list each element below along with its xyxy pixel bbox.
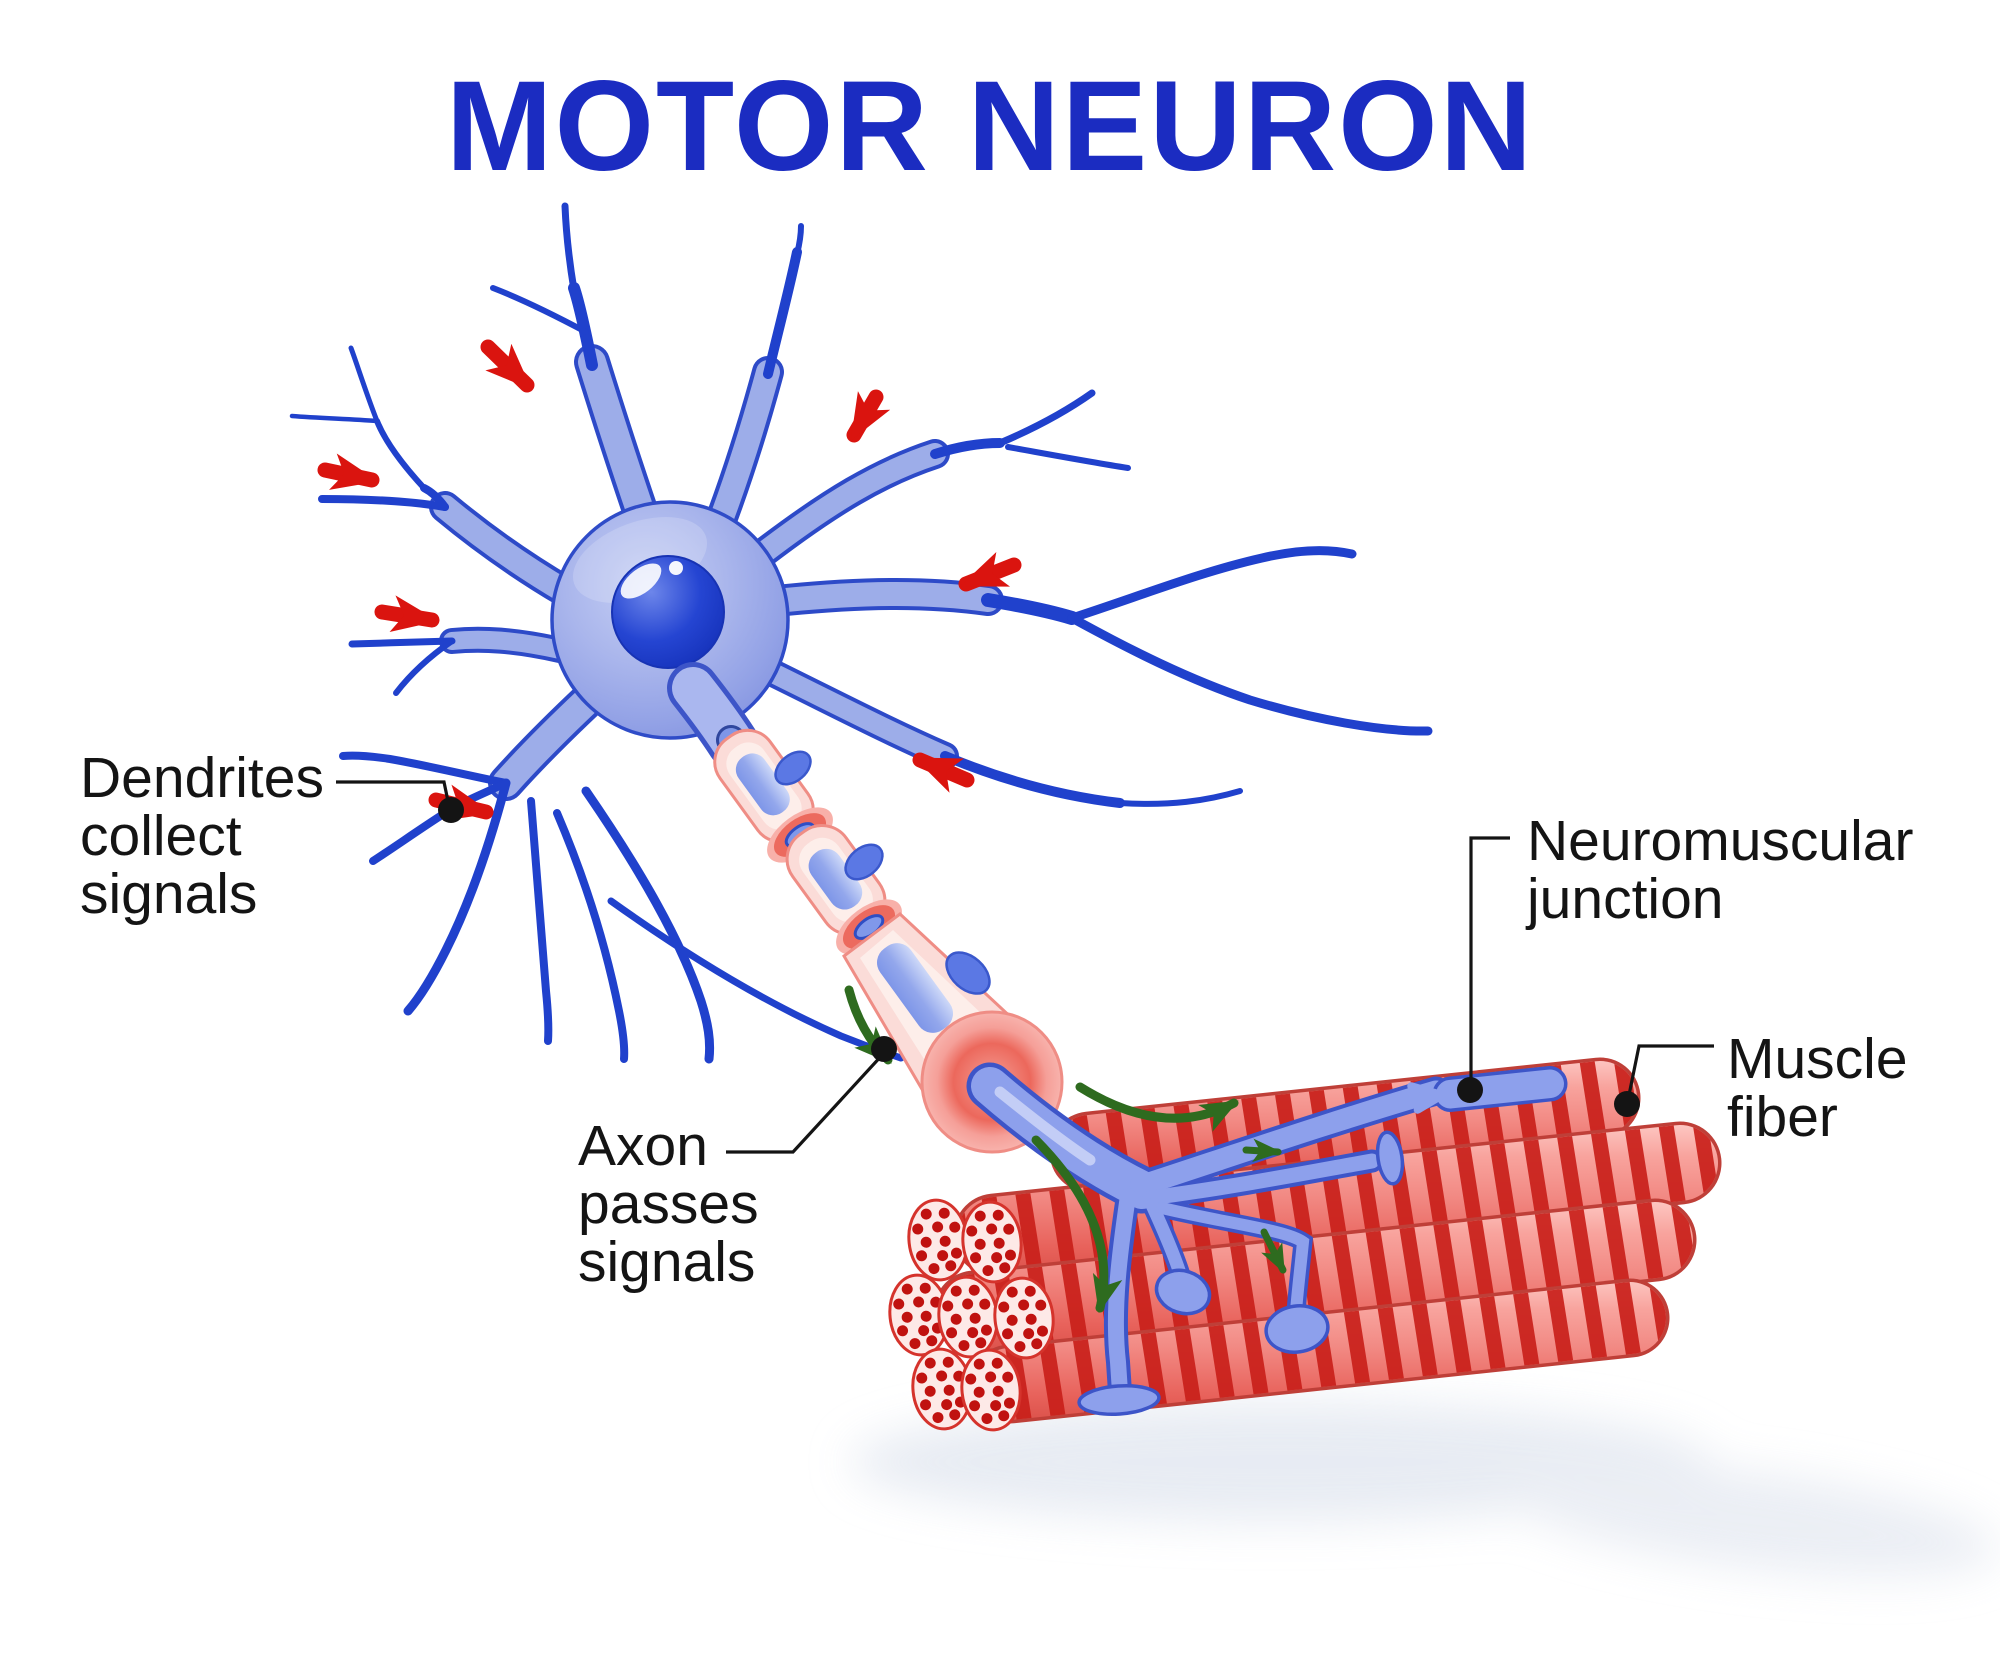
leader-line-axon [726, 1051, 886, 1154]
dendrite-tip [1067, 613, 1433, 736]
label-line: signals [578, 1230, 755, 1294]
dendrite-tip [553, 809, 629, 1063]
label-axon: Axon passes signals [578, 1114, 759, 1294]
dendrite-branch [751, 443, 946, 565]
leader-dot [1614, 1091, 1640, 1117]
synaptic-ending [1375, 1130, 1405, 1186]
schwann-cell-nucleus [945, 951, 991, 995]
dendrite-tip [561, 202, 578, 294]
red-input-arrow [912, 752, 975, 793]
node-of-ranvier [836, 899, 902, 955]
muscle-cross-section [960, 1348, 1022, 1432]
dendrite-tip [794, 223, 804, 257]
page-title: MOTOR NEURON [446, 55, 1534, 198]
dendrite-tip [339, 751, 510, 787]
muscle-cross-section [961, 1200, 1023, 1284]
dendrite-branch [981, 593, 1079, 625]
dendrite-branch [930, 438, 1005, 459]
dendrite-branch [940, 751, 1125, 808]
muscle-cross-section [993, 1276, 1055, 1360]
nucleus [611, 555, 725, 669]
label-neuromuscular-junction: Neuromuscular junction [1525, 809, 1913, 931]
muscle-fiber [953, 1121, 1722, 1277]
muscle-cross-sections [888, 1198, 1055, 1432]
myelin-segment [713, 728, 815, 844]
dendrite-tip [348, 637, 456, 648]
label-line: signals [80, 862, 257, 926]
label-line: Neuromuscular [1527, 809, 1913, 873]
dendrite-branch [433, 495, 578, 604]
dendrite-tip [996, 389, 1096, 447]
label-line: passes [578, 1172, 759, 1236]
dendrite-branch [443, 630, 569, 659]
dendrite-tip [393, 638, 455, 696]
dendrite-tip [1005, 444, 1131, 471]
leader-line-neuromuscular-junction [1469, 836, 1510, 1088]
dendrite-branch [706, 360, 780, 540]
label-muscle-fiber: Muscle fiber [1727, 1027, 1908, 1149]
red-input-arrow [846, 389, 891, 443]
leader-dot [871, 1036, 897, 1062]
red-input-arrow [480, 339, 535, 393]
dendrite-tip [1117, 788, 1243, 807]
cell-body [550, 500, 790, 740]
red-input-arrow [374, 595, 440, 633]
leader-lines [336, 780, 1714, 1154]
green-signal-arrow [1242, 1138, 1283, 1163]
dendrite-branch [774, 582, 1000, 612]
label-line: junction [1525, 867, 1723, 931]
nucleus-highlight-dot [669, 561, 683, 575]
schwann-cell-nucleus [844, 843, 884, 881]
dendrite-branch [765, 664, 955, 766]
dendrite-tip [289, 413, 380, 424]
label-line: Dendrites [80, 746, 324, 810]
terminal-branch [1156, 1202, 1310, 1318]
synaptic-bouton [1264, 1304, 1330, 1354]
leader-dot [438, 797, 464, 823]
leader-line-muscle-fiber [1626, 1044, 1714, 1101]
green-signal-arrow [1075, 1082, 1239, 1132]
label-line: collect [80, 804, 242, 868]
synaptic-bouton [1154, 1268, 1212, 1316]
terminal-branch [1142, 1153, 1380, 1206]
muscle-fiber [933, 1198, 1697, 1354]
label-line: fiber [1727, 1085, 1838, 1149]
dendrite-tip [581, 786, 715, 1064]
label-line: Muscle [1727, 1027, 1908, 1091]
dendrite-branch [763, 247, 802, 379]
ground-shadow [850, 1402, 1999, 1577]
dendrite-branch [374, 418, 427, 491]
red-input-arrow [958, 551, 1022, 592]
axon-window [876, 943, 954, 1033]
label-line: Axon [578, 1114, 708, 1178]
schwann-cell-nucleus [774, 750, 812, 786]
leader-dot [1457, 1077, 1483, 1103]
muscle-fiber-bundle [888, 1057, 1722, 1432]
dendrite-tip [403, 778, 511, 1016]
red-input-arrows [317, 339, 1022, 821]
dendrite-tip [348, 345, 380, 424]
dendrite-tip [490, 285, 589, 335]
synaptic-ending [1077, 1384, 1161, 1416]
muscle-cross-section [907, 1198, 969, 1282]
green-signal-arrow [1031, 1135, 1123, 1314]
dendrite-tip [527, 797, 553, 1045]
label-dendrites: Dendrites collect signals [80, 746, 324, 926]
dendrite-tip [318, 495, 449, 511]
dendrite-branch [492, 684, 604, 797]
nucleus-highlight [620, 563, 662, 599]
dendrite-tip [1067, 546, 1357, 623]
terminal-trunk-highlight [994, 1086, 1096, 1166]
red-input-arrow [317, 453, 380, 490]
green-signal-arrow [1260, 1228, 1287, 1274]
